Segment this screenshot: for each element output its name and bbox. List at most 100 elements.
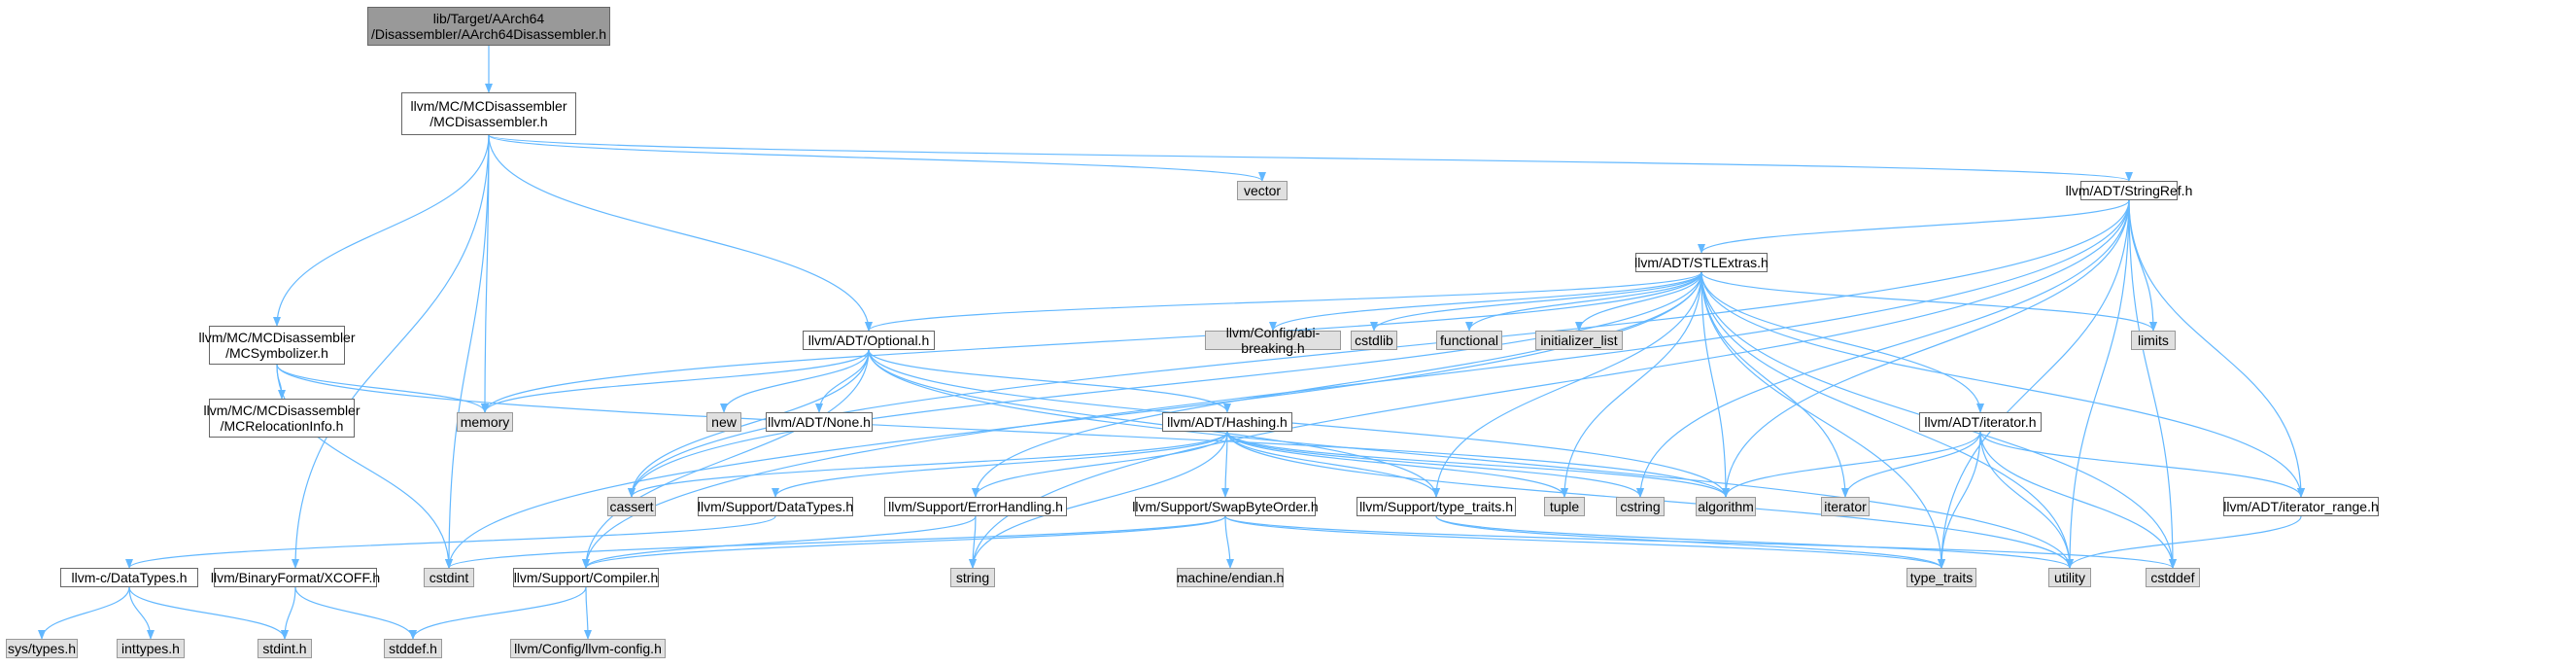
node-llvm-config[interactable]: llvm/Config/llvm-config.h <box>510 639 666 658</box>
node-tuple[interactable]: tuple <box>1544 497 1585 516</box>
edge-c_datatypes-to-inttypes <box>128 586 155 640</box>
edge-stlextras-to-tuple <box>1561 271 1702 498</box>
edge-swapbyteorder-to-compiler <box>582 515 1226 569</box>
edge-stlextras-to-iterator_range <box>1700 271 2305 498</box>
edge-type_traits_support-to-type_traits <box>1435 515 1945 569</box>
edge-xcoff-to-stdint <box>281 586 296 640</box>
edge-stringref-to-string <box>969 199 2130 569</box>
node-type-traits-support[interactable]: llvm/Support/type_traits.h <box>1357 497 1516 516</box>
node-compiler[interactable]: llvm/Support/Compiler.h <box>513 568 659 587</box>
edge-mcdisassembler-to-mcsymbolizer <box>273 134 490 327</box>
node-xcoff[interactable]: llvm/BinaryFormat/XCOFF.h <box>210 568 381 587</box>
edge-iterator_h-to-iterator_range <box>1979 431 2305 498</box>
edge-mcsymbolizer-to-cstdint <box>276 364 453 569</box>
node-algorithm[interactable]: algorithm <box>1696 497 1756 516</box>
edge-stlextras-to-errorhandling <box>972 271 1702 498</box>
edge-optional-to-cassert <box>628 349 870 498</box>
edge-stlextras-to-optional <box>865 271 1702 332</box>
edge-hashing-to-algorithm <box>1226 431 1730 498</box>
edge-errorhandling-to-compiler <box>582 515 977 569</box>
edge-iterator_h-to-algorithm <box>1722 431 1981 498</box>
node-none[interactable]: llvm/ADT/None.h <box>766 412 873 432</box>
edge-stlextras-to-memory <box>481 271 1702 413</box>
edge-mcdisassembler-to-xcoff <box>292 134 490 569</box>
node-cstdint[interactable]: cstdint <box>424 568 474 587</box>
node-abi-breaking[interactable]: llvm/Config/abi-breaking.h <box>1205 325 1341 356</box>
node-cstddef[interactable]: cstddef <box>2146 568 2200 587</box>
node-stdint[interactable]: stdint.h <box>258 639 312 658</box>
edge-c_datatypes-to-stdint <box>128 586 289 640</box>
node-type-traits[interactable]: type_traits <box>1906 568 1976 587</box>
node-new[interactable]: new <box>706 412 741 432</box>
edge-optional-to-none <box>815 349 870 413</box>
edge-stlextras-to-cstdint <box>445 271 1702 569</box>
edge-optional-to-hashing <box>868 349 1231 413</box>
edge-stlextras-to-cassert <box>628 271 1702 498</box>
edge-stlextras-to-type_traits <box>1700 271 1945 569</box>
node-optional[interactable]: llvm/ADT/Optional.h <box>803 331 935 350</box>
node-stddef[interactable]: stddef.h <box>384 639 442 658</box>
edge-type_traits_support-to-utility <box>1435 515 2074 569</box>
dependency-edges <box>38 46 2305 640</box>
node-iterator-range[interactable]: llvm/ADT/iterator_range.h <box>2223 497 2379 516</box>
edge-errorhandling-to-string <box>969 515 978 569</box>
edge-mcdisassembler-to-stringref <box>488 134 2133 182</box>
node-cassert[interactable]: cassert <box>607 497 656 516</box>
node-stringref[interactable]: llvm/ADT/StringRef.h <box>2065 181 2193 200</box>
edge-mcdisassembler-to-optional <box>488 134 873 332</box>
node-cstdlib[interactable]: cstdlib <box>1351 331 1397 350</box>
edge-compiler-to-llvm_config <box>583 586 592 640</box>
node-initializer-list[interactable]: initializer_list <box>1535 331 1623 350</box>
edge-stringref-to-utility <box>2066 199 2130 569</box>
edge-mcsymbolizer-to-algorithm <box>276 364 1730 498</box>
edge-optional-to-memory <box>481 349 870 413</box>
node-iterator-h[interactable]: llvm/ADT/iterator.h <box>1919 412 2042 432</box>
node-mcsymbolizer[interactable]: llvm/MC/MCDisassembler /MCSymbolizer.h <box>199 326 356 365</box>
edge-hashing-to-datatypes_support <box>772 431 1228 498</box>
node-vector[interactable]: vector <box>1237 181 1288 200</box>
edge-stlextras-to-initializer_list <box>1575 271 1702 332</box>
edge-c_datatypes-to-sys_types <box>38 586 130 640</box>
edge-hashing-to-errorhandling <box>972 431 1228 498</box>
edge-optional-to-algorithm <box>868 349 1730 498</box>
edge-optional-to-utility <box>868 349 2074 569</box>
node-errorhandling[interactable]: llvm/Support/ErrorHandling.h <box>884 497 1067 516</box>
node-utility[interactable]: utility <box>2048 568 2091 587</box>
edge-swapbyteorder-to-cstdint <box>445 515 1226 569</box>
edge-stlextras-to-algorithm <box>1700 271 1730 498</box>
node-functional[interactable]: functional <box>1436 331 1502 350</box>
node-string[interactable]: string <box>950 568 995 587</box>
edge-stringref-to-stlextras <box>1698 199 2130 254</box>
edge-xcoff-to-stddef <box>294 586 417 640</box>
edge-mcdisassembler-to-cstdint <box>445 134 490 569</box>
node-hashing[interactable]: llvm/ADT/Hashing.h <box>1162 412 1292 432</box>
edge-compiler-to-stddef <box>409 586 587 640</box>
edge-hashing-to-cassert <box>628 431 1228 498</box>
node-c-datatypes[interactable]: llvm-c/DataTypes.h <box>60 568 198 587</box>
edge-stlextras-to-cstdlib <box>1370 271 1702 332</box>
node-inttypes[interactable]: inttypes.h <box>117 639 185 658</box>
node-stlextras[interactable]: llvm/ADT/STLExtras.h <box>1634 253 1769 272</box>
node-iterator[interactable]: iterator <box>1821 497 1870 516</box>
edge-stlextras-to-utility <box>1700 271 2074 569</box>
node-machine-endian[interactable]: machine/endian.h <box>1176 568 1285 587</box>
node-memory[interactable]: memory <box>457 412 513 432</box>
node-mcrelocationinfo[interactable]: llvm/MC/MCDisassembler /MCRelocationInfo… <box>204 399 361 438</box>
node-sys-types[interactable]: sys/types.h <box>6 639 78 658</box>
edge-stlextras-to-type_traits_support <box>1432 271 1702 498</box>
edge-iterator_range-to-utility <box>2066 515 2302 569</box>
node-root[interactable]: lib/Target/AArch64 /Disassembler/AArch64… <box>367 7 610 46</box>
node-datatypes-support[interactable]: llvm/Support/DataTypes.h <box>697 497 854 516</box>
edge-stlextras-to-iterator_h <box>1700 271 1984 413</box>
node-limits[interactable]: limits <box>2131 331 2176 350</box>
edge-optional-to-compiler <box>582 349 870 569</box>
edge-mcdisassembler-to-vector <box>488 134 1266 182</box>
node-swapbyteorder[interactable]: llvm/Support/SwapByteOrder.h <box>1132 497 1319 516</box>
node-cstring[interactable]: cstring <box>1616 497 1665 516</box>
edge-swapbyteorder-to-type_traits <box>1224 515 1945 569</box>
edge-stringref-to-cstring <box>1636 199 2130 498</box>
edge-iterator_h-to-utility <box>1979 431 2074 569</box>
node-mcdisassembler[interactable]: llvm/MC/MCDisassembler /MCDisassembler.h <box>401 92 576 135</box>
edge-iterator_h-to-iterator <box>1841 431 1981 498</box>
